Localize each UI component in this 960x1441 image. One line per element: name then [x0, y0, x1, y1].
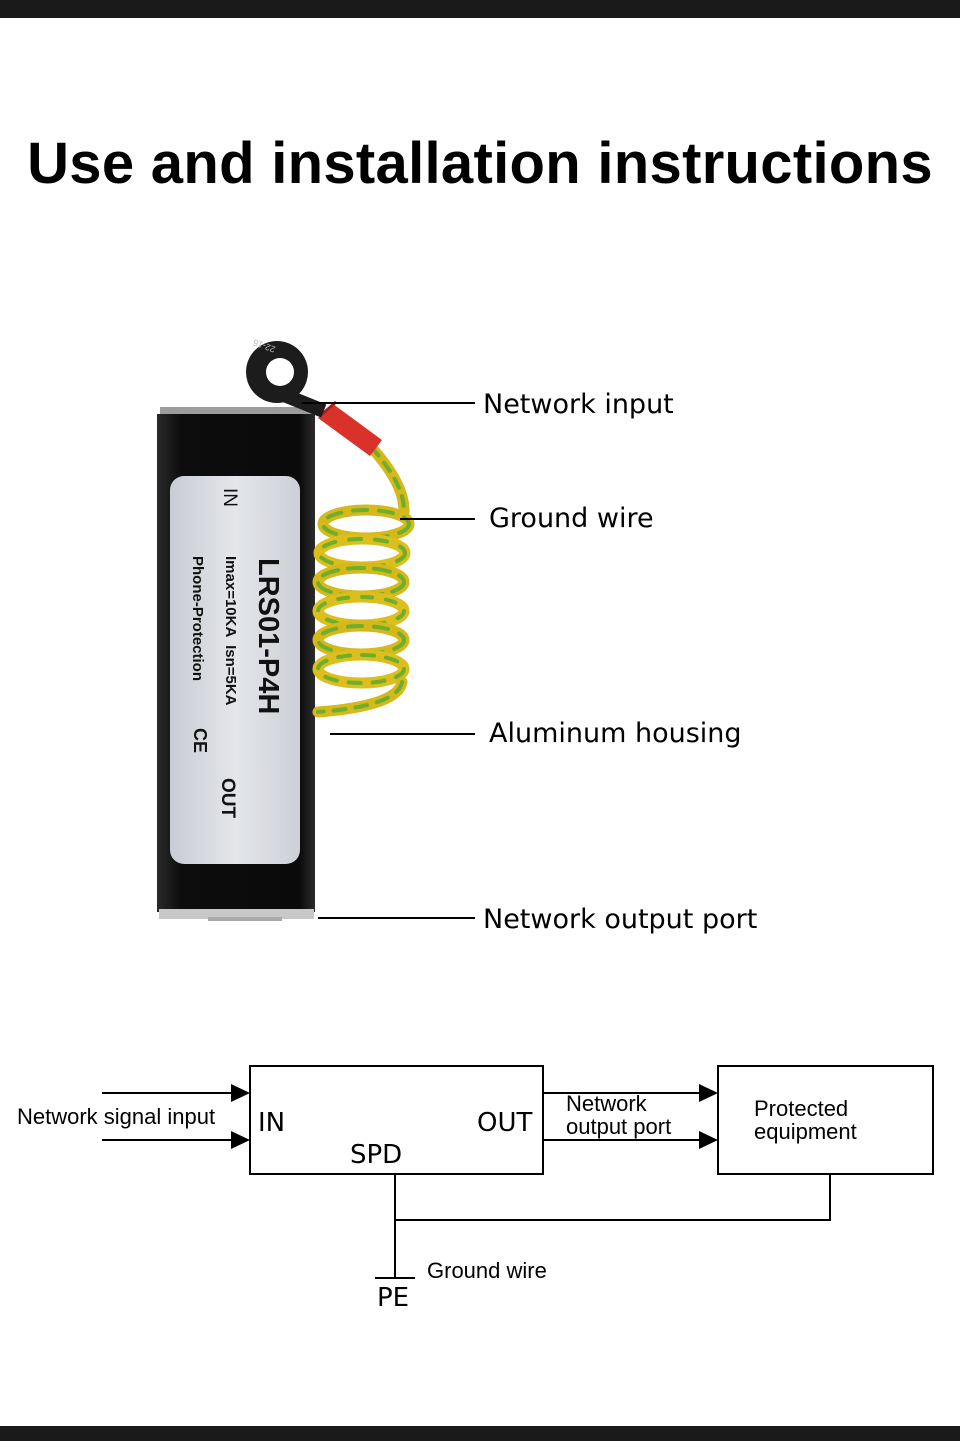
- page-title: Use and installation instructions: [27, 131, 933, 196]
- port-tab: [208, 917, 282, 921]
- ce-mark: CE: [190, 728, 210, 753]
- callout-aluminum-housing: Aluminum housing: [489, 718, 742, 749]
- device-type: Phone-Protection: [189, 556, 206, 681]
- device-model: LRS01-P4H: [252, 558, 284, 714]
- top-bar: [0, 0, 960, 18]
- label-spd: SPD: [350, 1140, 402, 1170]
- surge-protector-device: IN LRS01-P4H Imax=10KA Isn=5KA Phone-Pro…: [157, 337, 415, 921]
- label-panel: [170, 476, 300, 864]
- arrowhead-out-1: [699, 1084, 718, 1102]
- ring-lug-terminal: 22-16: [246, 337, 327, 418]
- arrowhead-out-2: [699, 1131, 718, 1149]
- spd-box: [249, 1065, 544, 1175]
- ground-bus: [395, 1174, 831, 1221]
- callout-network-output-port: Network output port: [483, 904, 757, 935]
- wiring-schematic: [102, 1065, 934, 1279]
- arrowhead-in-2: [231, 1131, 250, 1149]
- housing-top-lip: [160, 407, 313, 417]
- arrow-heads: [231, 1084, 718, 1149]
- device-in-label: IN: [219, 488, 240, 507]
- label-network-output-port-1: Network: [566, 1091, 648, 1116]
- ground-wire-coil: [312, 442, 415, 718]
- arrowhead-in-1: [231, 1084, 250, 1102]
- label-protected-1: Protected: [754, 1096, 848, 1121]
- protected-equipment-box: [717, 1065, 934, 1175]
- label-ground-wire: Ground wire: [427, 1258, 547, 1283]
- network-output-port-plug: [159, 909, 314, 919]
- bottom-bar: [0, 1426, 960, 1441]
- red-sleeve: [318, 404, 382, 456]
- sleeve-ridge: [319, 400, 337, 418]
- label-protected-2: equipment: [754, 1119, 857, 1144]
- label-network-signal-input: Network signal input: [17, 1104, 215, 1129]
- device-out-label: OUT: [217, 778, 238, 819]
- callout-ground-wire: Ground wire: [489, 503, 654, 534]
- callout-network-input: Network input: [483, 389, 674, 420]
- device-rating: Imax=10KA Isn=5KA: [222, 556, 239, 706]
- label-spd-out: OUT: [477, 1108, 532, 1138]
- label-network-output-port-2: output port: [566, 1114, 671, 1139]
- label-spd-in: IN: [258, 1108, 285, 1138]
- label-pe: PE: [377, 1283, 409, 1313]
